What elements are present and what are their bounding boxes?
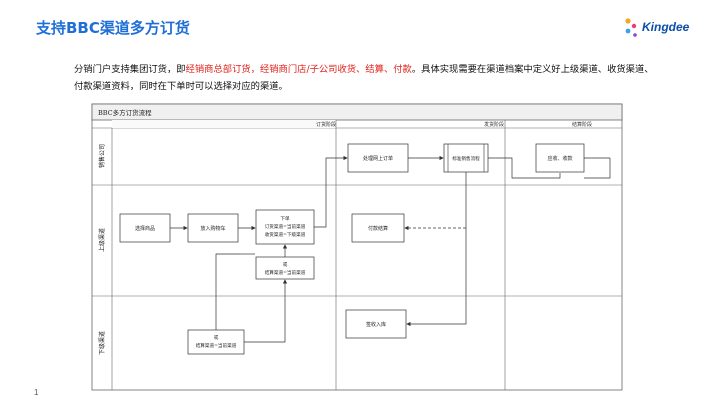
lane-upper-channel: 上级渠道 xyxy=(98,228,106,252)
page-number: 1 xyxy=(34,388,39,397)
node-sign-receive-label: 签收入库 xyxy=(366,321,386,328)
node-process-order-label: 处理网上订单 xyxy=(363,155,393,162)
node-pay-settle xyxy=(351,213,405,243)
node-add-cart xyxy=(187,213,239,243)
description-text: 分销门户支持集团订货，即 xyxy=(74,64,186,75)
logo-dots-icon xyxy=(625,18,637,37)
diagram-title: BBC多方订货流程 xyxy=(98,108,152,117)
slide-title: 支持BBC渠道多方订货 xyxy=(36,19,190,37)
node-process-order xyxy=(347,143,409,173)
node-or-settle-lower xyxy=(187,329,245,355)
node-order-line1: 下单 xyxy=(280,215,290,222)
node-pay-settle-label: 付款结算 xyxy=(368,225,388,232)
flow-connectors xyxy=(170,155,611,343)
phase-ordering: 订货阶段 xyxy=(316,121,336,128)
node-standard-flow-label: 标准销售流程 xyxy=(452,155,480,162)
description-paragraph: 分销门户支持集团订货，即经销商总部订货，经销商门店/子公司收货、结算、付款。具体… xyxy=(74,61,654,95)
node-or-upper-line1: 或 xyxy=(283,261,288,268)
node-select-goods xyxy=(119,213,171,243)
node-order-line3: 收货渠道=下级渠道 xyxy=(265,231,306,238)
node-or-upper-line2: 结算渠道=当前渠道 xyxy=(265,269,306,276)
description-highlight: 经销商总部订货，经销商门店/子公司收货、结算、付款 xyxy=(185,64,412,75)
logo-text: Kingdee xyxy=(642,20,690,34)
node-add-cart-label: 放入购物车 xyxy=(200,225,225,232)
lane-lower-channel: 下级渠道 xyxy=(98,331,106,355)
kingdee-logo: Kingdee xyxy=(622,14,712,46)
node-payment-collect-label: 应收、收款 xyxy=(547,155,572,162)
diagram-title-bar xyxy=(91,103,623,121)
node-or-lower-line2: 结算渠道=当前渠道 xyxy=(196,342,237,349)
phase-shipping: 发货阶段 xyxy=(484,121,504,128)
node-place-order xyxy=(255,209,315,245)
description-text: 。具体实现需要在渠道档案中定义好上级渠道、收货渠道、付款渠道资料，同时在下单时可… xyxy=(74,64,654,92)
node-or-lower-line1: 或 xyxy=(214,334,219,341)
node-sign-receive xyxy=(345,309,407,339)
phase-settlement: 结算阶段 xyxy=(572,121,592,128)
node-select-goods-label: 选择商品 xyxy=(135,225,155,232)
lane-sales-company: 销售公司 xyxy=(98,144,106,168)
node-order-line2: 订货渠道=当前渠道 xyxy=(265,223,306,230)
